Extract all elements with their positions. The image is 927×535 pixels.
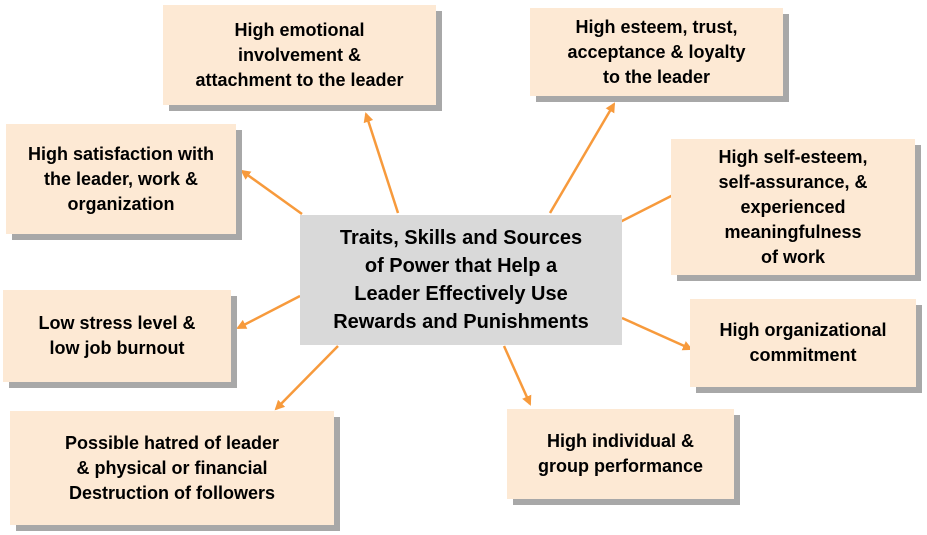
- outcome-box-self-esteem: High self-esteem, self-assurance, & expe…: [671, 139, 915, 275]
- outcome-box-hatred: Possible hatred of leader & physical or …: [10, 411, 334, 525]
- central-concept-box: Traits, Skills and Sources of Power that…: [300, 215, 622, 345]
- arrow-to-satisfaction: [240, 169, 303, 216]
- arrow-to-commitment: [621, 316, 693, 351]
- arrow-to-performance: [502, 345, 532, 406]
- arrow-to-hatred: [274, 345, 339, 411]
- outcome-box-satisfaction: High satisfaction with the leader, work …: [6, 124, 236, 234]
- arrow-to-stress: [236, 294, 301, 330]
- outcome-box-stress: Low stress level & low job burnout: [3, 290, 231, 382]
- outcome-box-emotional-involvement: High emotional involvement & attachment …: [163, 5, 436, 105]
- arrow-to-esteem: [548, 102, 616, 214]
- outcome-box-esteem-trust: High esteem, trust, acceptance & loyalty…: [530, 8, 783, 96]
- arrow-to-emotional: [363, 112, 400, 214]
- outcome-box-performance: High individual & group performance: [507, 409, 734, 499]
- outcome-box-commitment: High organizational commitment: [690, 299, 916, 387]
